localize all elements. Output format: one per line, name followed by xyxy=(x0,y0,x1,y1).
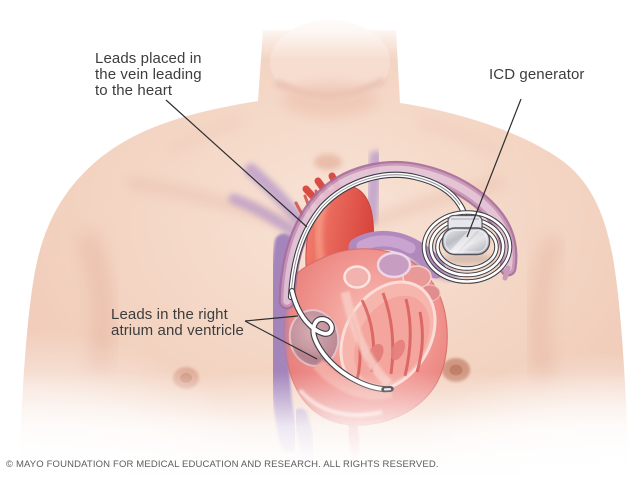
fade-top xyxy=(0,0,632,60)
lead-vein-split-line xyxy=(290,174,461,298)
label-leads-atrium-ventricle: Leads in the right atrium and ventricle xyxy=(111,306,244,339)
device-shadow xyxy=(441,254,493,264)
fade-corner-left xyxy=(0,328,260,480)
pulmonary-trunk-opening xyxy=(376,251,412,279)
coil-loop-outer-core xyxy=(422,211,512,283)
vein-arc-tail xyxy=(502,265,511,281)
right-clavicle-shading xyxy=(363,176,506,232)
trabecula xyxy=(415,311,424,373)
lead-in-vein xyxy=(287,171,468,301)
pointer-leads-vein xyxy=(165,99,308,228)
neck-shadow xyxy=(282,82,378,118)
aortic-valve-opening xyxy=(343,265,371,289)
pointer-lead-ventricle xyxy=(244,320,318,360)
left-trapezius-shading xyxy=(167,115,242,155)
pointer-lines xyxy=(165,98,522,360)
fade-corner-right xyxy=(400,350,632,480)
device-sheen-2 xyxy=(458,231,484,254)
pointer-icd-generator xyxy=(466,98,522,238)
trabecula xyxy=(381,292,395,375)
trabecula xyxy=(403,298,412,377)
papillary-muscle xyxy=(390,339,406,361)
pulmonary-artery-highlight xyxy=(356,235,416,254)
device-can-bevel xyxy=(444,230,488,253)
copyright-text: © MAYO FOUNDATION FOR MEDICAL EDUCATION … xyxy=(6,459,439,470)
pointer-lead-atrium xyxy=(244,315,299,322)
label-icd-generator: ICD generator xyxy=(489,66,585,83)
right-trapezius-shading xyxy=(418,117,503,157)
device-sheen xyxy=(449,231,477,253)
suprasternal-notch xyxy=(314,154,342,170)
label-leads-vein: Leads placed in the vein leading to the … xyxy=(95,50,202,99)
icd-generator xyxy=(421,210,513,284)
